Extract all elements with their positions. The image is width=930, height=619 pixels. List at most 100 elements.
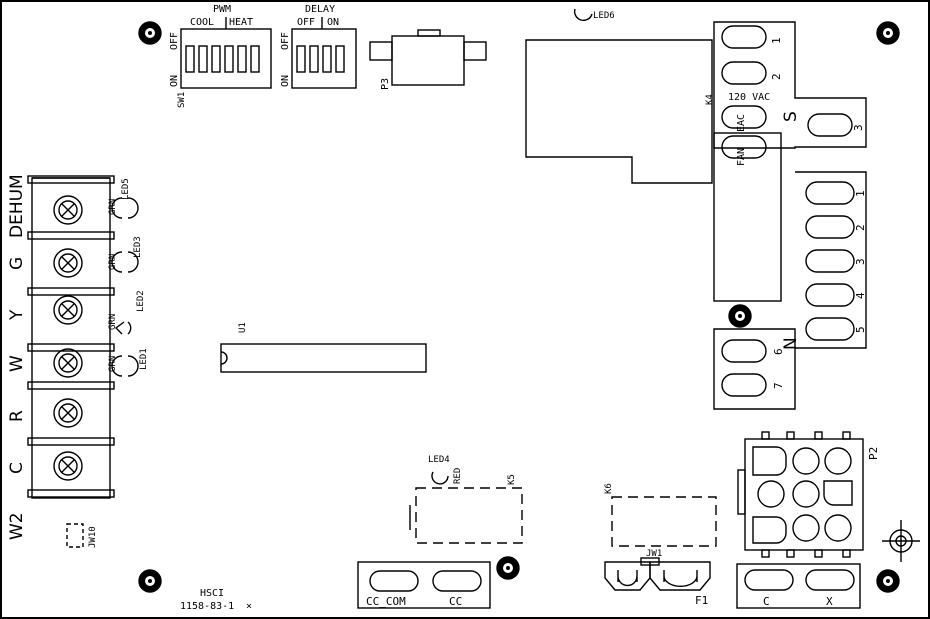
led3-grn-label: GRN [108, 254, 118, 270]
heat-label: HEAT [229, 17, 253, 28]
led2-symbol [114, 321, 132, 335]
jw10-label: JW10 [88, 526, 98, 548]
maker-label: HSCI [200, 588, 224, 599]
sw1-on-label: ON [169, 75, 180, 87]
u1-notch [220, 351, 228, 365]
mounting-hole [138, 21, 162, 45]
cc-com-pin [369, 570, 419, 592]
k5-label: K5 [507, 474, 517, 485]
terminal-label-g: G [7, 257, 27, 270]
mounting-hole [876, 21, 900, 45]
n-pin-5 [805, 317, 855, 341]
n-pin-3 [805, 249, 855, 273]
terminal-label-w2: W2 [7, 512, 27, 540]
s-terminal-block [713, 21, 867, 149]
s-pin-3-label: 3 [852, 124, 865, 131]
n-pin-7 [721, 373, 767, 397]
u1-label: U1 [238, 322, 248, 333]
led4-red-label: RED [453, 468, 463, 484]
led5-label: LED5 [121, 178, 131, 200]
delay-off-label: OFF [297, 17, 315, 28]
k6-relay-outline [611, 496, 717, 547]
jw10-jumper [66, 523, 84, 548]
part-number-mark: × [246, 601, 252, 612]
terminal-label-w: W [7, 355, 27, 372]
s-pin-2 [721, 61, 767, 85]
cc-terminal-block [357, 561, 491, 609]
led2-label: LED2 [136, 290, 146, 312]
s-pin-eac [721, 105, 767, 129]
c-pin [744, 569, 794, 591]
led1-grn-label: GRN [108, 356, 118, 372]
terminal-label-c: C [7, 462, 27, 474]
f1-fuse-clip-left [604, 561, 651, 591]
n-pin-1 [805, 181, 855, 205]
terminal-screw [53, 398, 83, 428]
terminal-label-y: Y [7, 309, 27, 321]
eac-label: EAC [736, 114, 747, 132]
fiducial-crosshair [882, 520, 920, 562]
k4-relay-outline [525, 39, 713, 184]
led5-grn-label: GRN [108, 199, 118, 215]
delay-label: DELAY [305, 4, 335, 15]
p3-label: P3 [380, 78, 391, 90]
led4-symbol [431, 471, 449, 485]
led3-label: LED3 [133, 236, 143, 258]
fan-pin [721, 135, 767, 159]
n-pin-7-label: 7 [772, 382, 785, 389]
led1-label: LED1 [139, 348, 149, 370]
x-label: X [826, 595, 833, 608]
sw1-label: SW1 [177, 92, 187, 108]
c-label: C [763, 595, 770, 608]
terminal-label-dehum: DEHUM [7, 174, 27, 238]
s-pin-3 [807, 113, 853, 137]
n-terminal-block [713, 171, 867, 410]
terminal-screw [53, 348, 83, 378]
n-pin-2-label: 2 [854, 224, 867, 231]
s-label: S [781, 111, 801, 122]
pwm-label: PWM [213, 4, 231, 15]
mounting-hole [876, 569, 900, 593]
n-pin-4 [805, 283, 855, 307]
led1-symbol [111, 355, 139, 377]
delay-off-side-label: OFF [280, 32, 291, 50]
p2-label: P2 [867, 447, 880, 460]
n-pin-1-label: 1 [854, 190, 867, 197]
delay-dip-switch [291, 17, 357, 89]
k6-label: K6 [604, 483, 614, 494]
mounting-hole [496, 556, 520, 580]
terminal-screw [53, 295, 83, 325]
vac-label: 120 VAC [728, 92, 770, 103]
fan-label: FAN [736, 148, 747, 166]
sw1-off-label: OFF [169, 32, 180, 50]
terminal-strip [27, 175, 115, 499]
x-pin [805, 569, 855, 591]
k4-label: K4 [705, 94, 715, 105]
terminal-label-r: R [7, 410, 27, 422]
cc-com-label: CC_COM [366, 595, 406, 608]
part-number-label: 1158-83-1 [180, 601, 234, 612]
cx-terminal-block [736, 563, 861, 609]
u1-chip [220, 343, 427, 373]
terminal-screw [53, 248, 83, 278]
f1-fuse-clip-right [649, 561, 711, 591]
led6-symbol [573, 8, 593, 22]
jw1-label: JW1 [646, 549, 662, 559]
n-pin-6 [721, 339, 767, 363]
p3-connector [369, 29, 487, 86]
led2-grn-label: GRN [108, 314, 118, 330]
p2-connector [737, 431, 864, 558]
terminal-screw [53, 195, 83, 225]
pwm-dip-switch [180, 17, 272, 89]
n-label: N [781, 337, 801, 350]
cc-label: CC [449, 595, 462, 608]
k5-relay-outline [415, 487, 523, 544]
s-pin-1 [721, 25, 767, 49]
led3-symbol [111, 251, 139, 273]
n-pin-2 [805, 215, 855, 239]
s-pin-2-label: 2 [770, 73, 783, 80]
delay-on-side-label: ON [280, 75, 291, 87]
mounting-hole [138, 569, 162, 593]
